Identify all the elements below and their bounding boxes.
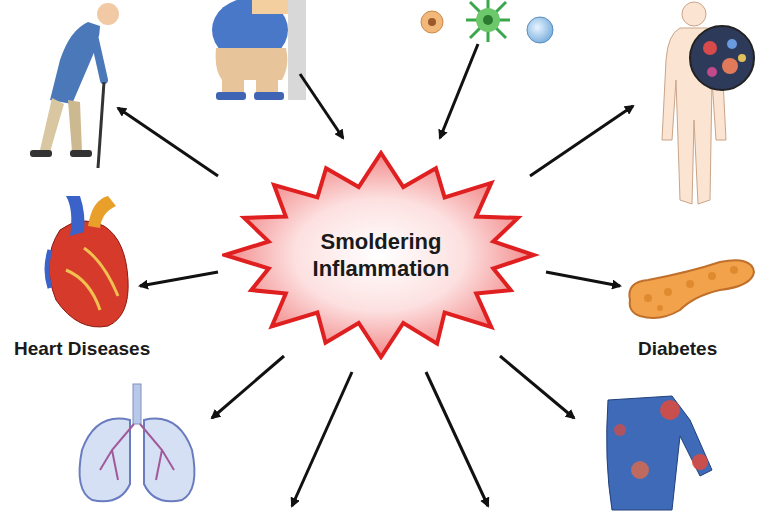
- obesity-figure: [212, 0, 306, 100]
- pancreas-illustration: [629, 260, 754, 318]
- starburst-shape: [222, 150, 540, 360]
- starburst-node: Smoldering Inflammation: [222, 150, 540, 360]
- lungs-illustration: [80, 384, 195, 501]
- disease-label: Heart Diseases: [14, 338, 150, 360]
- immune-cells: [421, 0, 553, 43]
- arrows: [118, 44, 633, 506]
- cancer-body: [662, 2, 754, 204]
- disease-label: Diabetes: [638, 338, 717, 360]
- heart-illustration: [47, 196, 128, 327]
- node-title: Smoldering Inflammation: [296, 228, 466, 282]
- elderly-figure: [30, 3, 119, 168]
- arthritis-figure: [607, 396, 712, 510]
